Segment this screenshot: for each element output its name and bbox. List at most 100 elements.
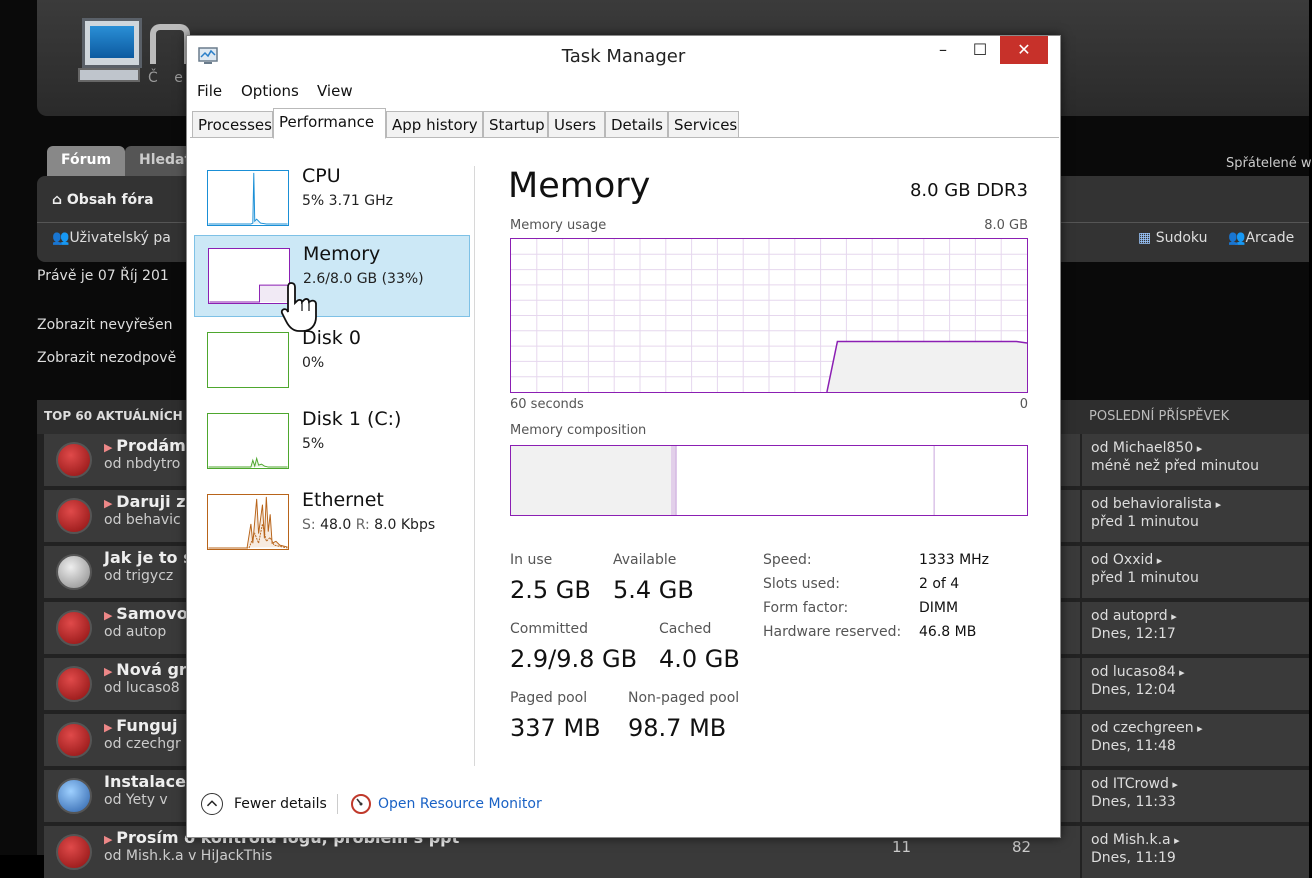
- memory-usage-max: 8.0 GB: [984, 218, 1028, 233]
- resource-cpu[interactable]: CPU 5% 3.71 GHz: [194, 158, 470, 238]
- list-header-title: TOP 60 AKTUÁLNÍCH: [44, 409, 183, 423]
- disk1-value: 5%: [302, 436, 325, 452]
- arcade-link[interactable]: 👥Arcade: [1228, 230, 1295, 246]
- disk0-thumbnail-graph: [207, 332, 289, 388]
- tab-processes[interactable]: Processes: [192, 111, 273, 138]
- topic-title[interactable]: ▶ Funguj: [104, 716, 178, 735]
- menu-file[interactable]: File: [197, 82, 223, 100]
- topic-title-text: Samovo: [116, 604, 188, 623]
- topic-title[interactable]: ▶ Samovo: [104, 604, 188, 623]
- available-value: 5.4 GB: [613, 576, 694, 604]
- go-to-post-icon[interactable]: ▸: [1167, 610, 1177, 623]
- chevron-up-icon[interactable]: [201, 793, 223, 815]
- cpu-name: CPU: [302, 165, 341, 187]
- last-post-header: POSLEDNÍ PŘÍSPĚVEK: [1089, 409, 1230, 424]
- topic-title-text: Daruji z: [116, 492, 186, 511]
- tab-performance[interactable]: Performance: [273, 108, 386, 139]
- pc-logo-icon: [82, 18, 142, 68]
- resource-disk-0[interactable]: Disk 0 0%: [194, 320, 470, 400]
- last-post-time: před 1 minutou: [1091, 514, 1199, 530]
- last-post-time: Dnes, 11:33: [1091, 794, 1176, 810]
- tab-services[interactable]: Services: [668, 111, 739, 138]
- friend-sites-label: Spřátelené w: [1226, 156, 1312, 171]
- ethernet-send-label: S:: [302, 517, 316, 533]
- topic-status-icon: [56, 554, 92, 590]
- topic-title[interactable]: Jak je to s: [104, 548, 193, 567]
- non-paged-pool-label: Non-paged pool: [628, 690, 740, 706]
- go-to-post-icon[interactable]: ▸: [1175, 666, 1185, 679]
- topic-author: od Yety v: [104, 792, 168, 808]
- topic-author: od autop: [104, 624, 167, 640]
- last-post-cell[interactable]: od czechgreen ▸Dnes, 11:48: [1080, 714, 1309, 766]
- nav-index-link[interactable]: ⌂ Obsah fóra: [52, 192, 154, 208]
- task-manager-app-icon: [198, 47, 218, 64]
- last-post-time: Dnes, 11:48: [1091, 738, 1176, 754]
- last-post-cell[interactable]: od ITCrowd ▸ Dnes, 11:33: [1080, 770, 1309, 822]
- window-title: Task Manager: [561, 46, 686, 67]
- committed-label: Committed: [510, 621, 588, 637]
- last-post-author-text: od behavioralista: [1091, 496, 1213, 512]
- memory-usage-label: Memory usage: [510, 218, 607, 233]
- last-post-cell[interactable]: od autoprd ▸Dnes, 12:17: [1080, 602, 1309, 654]
- show-unsolved-link[interactable]: Zobrazit nevyřešen: [37, 317, 173, 333]
- cpu-thumbnail-graph: [207, 170, 289, 226]
- maximize-button[interactable]: ☐: [972, 40, 988, 59]
- footer-separator: [337, 794, 338, 814]
- topic-title[interactable]: ▶ Nová gr: [104, 660, 187, 679]
- last-post-cell[interactable]: od Oxxid ▸před 1 minutou: [1080, 546, 1309, 598]
- topic-author: od lucaso8: [104, 680, 180, 696]
- go-to-post-icon[interactable]: ▸: [1193, 722, 1203, 735]
- memory-usage-graph: [510, 238, 1028, 393]
- memory-composition-bar: [510, 445, 1028, 516]
- resource-monitor-icon[interactable]: [350, 793, 372, 815]
- fewer-details-button[interactable]: Fewer details: [234, 796, 327, 812]
- last-post-time: méně než před minutou: [1091, 458, 1259, 474]
- go-to-post-icon[interactable]: ▸: [1212, 498, 1222, 511]
- sudoku-link[interactable]: ▦ Sudoku: [1138, 230, 1208, 246]
- menu-options[interactable]: Options: [241, 82, 299, 100]
- last-post-cell[interactable]: od Michael850 ▸méně než před minutou: [1080, 434, 1309, 486]
- topic-title[interactable]: ▶ Daruji z: [104, 492, 186, 511]
- users-icon: 👥: [52, 230, 70, 246]
- resource-memory[interactable]: Memory 2.6/8.0 GB (33%): [194, 235, 470, 317]
- paged-pool-label: Paged pool: [510, 690, 588, 706]
- minimize-button[interactable]: –: [939, 40, 947, 59]
- logo-subtitle: Č e: [148, 70, 189, 86]
- last-post-cell[interactable]: od Mish.k.a ▸Dnes, 11:19: [1080, 826, 1309, 878]
- topic-title[interactable]: ▶ Prodám: [104, 436, 186, 455]
- disk1-thumbnail-graph: [207, 413, 289, 469]
- users-icon: 👥: [1228, 230, 1246, 246]
- tab-users[interactable]: Users: [548, 111, 605, 138]
- logo-lettering: [150, 24, 190, 64]
- topic-title[interactable]: Instalace: [104, 772, 186, 791]
- topic-title-text: Prodám: [116, 436, 186, 455]
- go-to-post-icon[interactable]: ▸: [1193, 442, 1203, 455]
- slots-used-label: Slots used:: [763, 576, 840, 592]
- topic-author: od czechgr: [104, 736, 181, 752]
- show-unanswered-link[interactable]: Zobrazit nezodpově: [37, 350, 177, 366]
- last-post-author: od Oxxid ▸: [1091, 552, 1162, 568]
- tab-app-history[interactable]: App history: [386, 111, 483, 138]
- open-resource-monitor-link[interactable]: Open Resource Monitor: [378, 796, 542, 812]
- close-button[interactable]: ✕: [1000, 36, 1048, 64]
- tab-startup[interactable]: Startup: [483, 111, 548, 138]
- go-to-post-icon[interactable]: ▸: [1170, 834, 1180, 847]
- last-post-author: od ITCrowd ▸: [1091, 776, 1178, 792]
- tab-forum[interactable]: Fórum: [47, 146, 126, 176]
- go-to-post-icon[interactable]: ▸: [1168, 778, 1178, 791]
- home-icon: ⌂: [52, 192, 67, 208]
- last-post-cell[interactable]: od behavioralista ▸ před 1 minutou: [1080, 490, 1309, 542]
- menu-view[interactable]: View: [317, 82, 353, 100]
- title-bar[interactable]: Task Manager – ☐ ✕: [187, 36, 1060, 76]
- disk0-value: 0%: [302, 355, 325, 371]
- nav-user-panel-link[interactable]: 👥Uživatelský pa: [52, 230, 171, 246]
- ethernet-send-value: 48.0: [320, 517, 352, 533]
- go-to-post-icon[interactable]: ▸: [1153, 554, 1163, 567]
- ethernet-receive-value: 8.0 Kbps: [374, 517, 436, 533]
- resource-ethernet[interactable]: Ethernet S: 48.0 R: 8.0 Kbps: [194, 482, 470, 562]
- footer: Fewer details Open Resource Monitor: [187, 786, 1060, 826]
- tab-details[interactable]: Details: [605, 111, 668, 138]
- resource-disk-1[interactable]: Disk 1 (C:) 5%: [194, 401, 470, 481]
- last-post-cell[interactable]: od lucaso84 ▸Dnes, 12:04: [1080, 658, 1309, 710]
- last-post-time: Dnes, 12:17: [1091, 626, 1176, 642]
